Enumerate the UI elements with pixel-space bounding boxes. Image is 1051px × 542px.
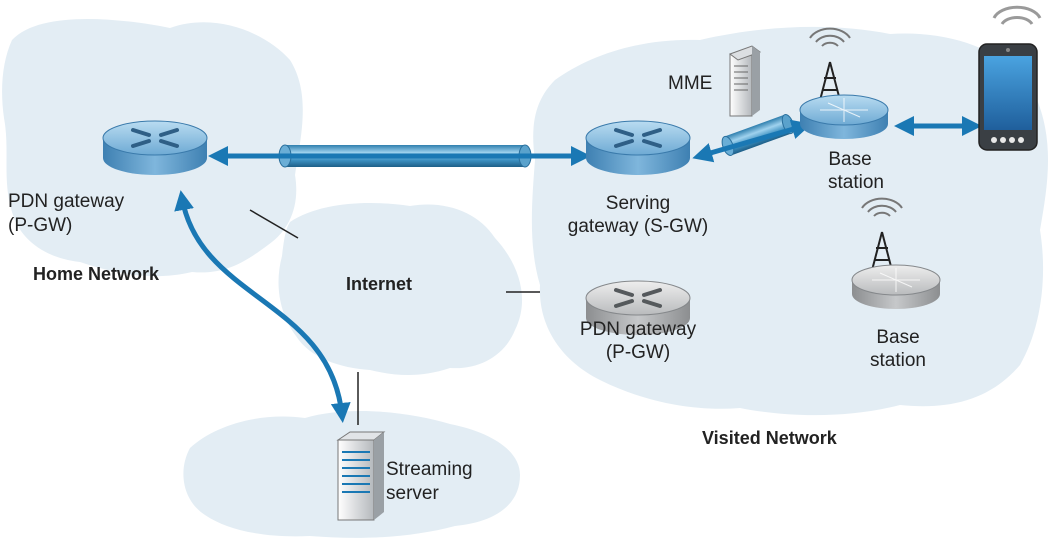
home-network-title: Home Network: [33, 264, 160, 284]
visited-pgw-label-line2: (P-GW): [605, 342, 671, 363]
visited-pgw-router-icon: [585, 280, 691, 335]
streaming-path-arrow: [174, 190, 351, 423]
base-station-2-label-line2: station: [870, 350, 926, 371]
base-station-1-label-line1: Base: [828, 149, 872, 170]
smartphone-icon: [978, 5, 1042, 151]
tunnel-arrow-visited: [692, 119, 812, 163]
visited-pgw-label-line1: PDN gateway: [579, 319, 697, 340]
home-pgw-label-line2: (P-GW): [8, 215, 73, 236]
base-station-2-icon: [851, 197, 941, 309]
streaming-label-line1: Streaming: [386, 459, 473, 480]
mme-label: MME: [668, 73, 713, 94]
sgw-label-line2: gateway (S-GW): [567, 216, 709, 237]
base-station-1-label-line2: station: [828, 172, 884, 193]
home-pgw-label-line1: PDN gateway: [8, 191, 125, 212]
mme-server-icon: [728, 45, 762, 117]
visited-network-title: Visited Network: [702, 428, 837, 448]
base-station-2-label-line1: Base: [876, 327, 920, 348]
sgw-router-icon: [585, 120, 691, 175]
base-station-1-icon: [799, 27, 889, 139]
sgw-label-line1: Serving: [605, 193, 671, 214]
streaming-label-line2: server: [386, 483, 439, 504]
internet-title: Internet: [346, 274, 413, 294]
home-pgw-router-icon: [102, 120, 208, 175]
streaming-server-icon: [336, 431, 386, 521]
